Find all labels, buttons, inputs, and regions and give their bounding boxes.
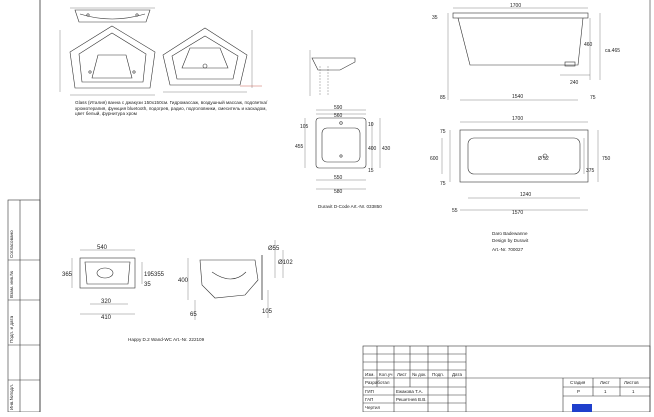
sink-caption: Duravit D-Code Art.-Nr. 033850 (318, 204, 382, 209)
tb-sheet-label: Лист (600, 380, 610, 385)
dim-wc-365: 365 (62, 272, 73, 278)
tb-head-doc: № док. (412, 372, 427, 377)
dim-sink-15: 15 (368, 168, 374, 174)
dim-bath-top-width: 1700 (510, 3, 521, 9)
dim-plan-75a: 75 (440, 129, 446, 135)
tb-row-role-1: ГИП (365, 389, 374, 394)
dim-plan-1570: 1570 (512, 210, 523, 216)
dim-wc-105: 105 (262, 309, 273, 315)
dimension-labels: 1700 35 460 ca.465 240 85 1540 75 1700 7… (62, 3, 620, 321)
dim-plan-55: 55 (452, 208, 458, 214)
side-stamp-invsub: Инв.№подл. (9, 383, 14, 410)
daro-caption-1: Daro Badewanne (492, 231, 528, 236)
tb-head-date: Дата (452, 372, 462, 377)
glass-bath-elevation (70, 7, 155, 23)
tb-row-role-3: Чертил (365, 405, 381, 410)
dim-bath-460: 460 (584, 42, 593, 48)
dim-plan-1240: 1240 (520, 192, 531, 198)
dim-sink-10: 10 (368, 122, 374, 128)
tb-row-name-1: Ежакова Т.А. (396, 389, 423, 394)
dim-plan-1700: 1700 (512, 116, 523, 122)
dim-sink-105: 105 (300, 124, 309, 130)
tb-row-role-2: ГАП (365, 397, 374, 402)
dim-wc-35: 35 (144, 282, 151, 288)
tb-head-list: Лист (397, 372, 407, 377)
tb-head-podp: Подп. (432, 372, 444, 377)
dim-sink-430: 430 (382, 146, 391, 152)
tb-head-kol: Кол.уч (379, 372, 393, 377)
dim-sink-560: 560 (334, 113, 343, 119)
dim-wc-d55: Ø55 (268, 246, 280, 252)
dim-sink-550: 550 (334, 175, 343, 181)
daro-bath-plan (441, 121, 599, 211)
tb-sheets-value: 1 (632, 389, 635, 394)
glass-bath-plan-2 (162, 27, 253, 93)
dim-wc-d102: Ø102 (278, 260, 293, 266)
dim-bath-75: 75 (590, 95, 596, 101)
dim-plan-375: 375 (586, 168, 595, 174)
dim-wc-410: 410 (101, 315, 112, 321)
dim-plan-600: 600 (430, 156, 439, 162)
glass-bath-plan-1 (59, 25, 156, 96)
dim-bath-ca465: ca.465 (605, 48, 620, 54)
wc-caption: Happy D.2 Wand-WC Art.-Nr. 222109 (128, 337, 205, 342)
wc-plan-view (71, 249, 143, 315)
tb-stage-value: Р (577, 389, 581, 394)
dim-plan-75b: 75 (440, 181, 446, 187)
dim-bath-85: 85 (440, 95, 446, 101)
glass-bath-caption: Glass (Италия) ванна с джакузи 150х150см… (75, 100, 268, 117)
side-stamp-agreed: Согласовано (9, 230, 14, 258)
side-stamp-sign: Подп. и дата (9, 315, 14, 343)
daro-caption-3: Art.-Nr. 700027 (492, 247, 524, 252)
dim-wc-540: 540 (97, 245, 108, 251)
dim-sink-455: 455 (295, 144, 304, 150)
tb-sheet-value: 1 (604, 389, 607, 394)
dim-sink-590: 590 (334, 105, 343, 111)
dim-bath-240: 240 (570, 80, 579, 86)
accent-mark (572, 404, 592, 412)
dim-plan-d52: Ø 52 (538, 156, 549, 162)
tb-stage-label: Стадия (570, 380, 586, 385)
wc-side-view (187, 240, 284, 320)
dim-bath-35: 35 (432, 15, 438, 21)
sink-side-view (309, 50, 356, 96)
sink-plan-view (304, 109, 381, 190)
dim-wc-320: 320 (101, 299, 112, 305)
daro-bath-side (447, 7, 601, 101)
dim-bath-1540: 1540 (512, 94, 523, 100)
tb-row-name-2: Решетнев В.В. (396, 397, 427, 402)
dim-wc-400: 400 (178, 278, 189, 284)
tb-row-role-0: Разработал (365, 380, 390, 385)
tb-head-izm: Изм. (365, 372, 375, 377)
tb-sheets-label: Листов (624, 380, 639, 385)
dim-sink-580: 580 (334, 189, 343, 195)
dim-wc-355: 355 (154, 272, 165, 278)
dim-wc-65: 65 (190, 312, 197, 318)
dim-sink-400: 400 (368, 146, 377, 152)
title-block (362, 345, 651, 413)
dim-wc-195: 195 (144, 272, 155, 278)
daro-caption-2: Design by Duravit (492, 238, 529, 243)
dim-plan-750: 750 (602, 156, 611, 162)
side-stamp-inv: Взам. инв.№ (9, 270, 14, 298)
